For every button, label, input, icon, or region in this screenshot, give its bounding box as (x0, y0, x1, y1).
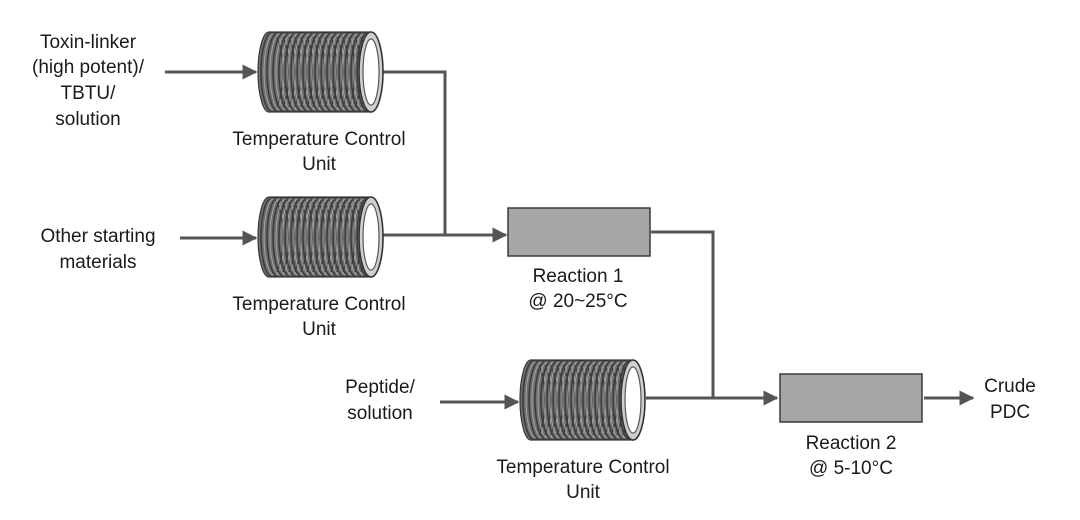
reaction-label-line: Reaction 2 (806, 433, 897, 454)
input-label-line: solution (347, 403, 413, 424)
unit-label-line: Temperature Control (496, 457, 669, 478)
unit-label-line: Temperature Control (232, 294, 405, 315)
input-label-line: Toxin-linker (40, 32, 137, 53)
unit-label-line: Unit (302, 154, 337, 175)
output-label-line: Crude (984, 376, 1036, 397)
input-label-line: Peptide/ (345, 377, 415, 398)
input-label-peptide: Peptide/ solution (345, 377, 415, 424)
reaction-1-box (507, 207, 651, 257)
reaction-label-line: @ 5-10°C (809, 458, 893, 479)
coil-icon (519, 359, 646, 441)
unit-label-line: Unit (302, 319, 337, 340)
input-label-toxin-linker: Toxin-linker (high potent)/ TBTU/ soluti… (32, 32, 145, 130)
input-label-line: solution (55, 109, 121, 130)
reaction-1-label: Reaction 1 @ 20~25°C (528, 266, 627, 312)
input-label-line: Other starting (40, 226, 155, 247)
output-label-line: PDC (990, 402, 1030, 423)
connector-reaction1-to-junction (651, 230, 715, 398)
reaction-2-box (779, 373, 923, 423)
reaction-label-line: Reaction 1 (533, 266, 624, 287)
unit-label-line: Temperature Control (232, 129, 405, 150)
input-label-line: materials (59, 252, 136, 273)
output-label: Crude PDC (984, 376, 1036, 423)
unit-label-tcu-1: Temperature Control Unit (232, 129, 405, 175)
input-label-line: TBTU/ (61, 83, 117, 104)
input-label-other-materials: Other starting materials (40, 226, 155, 273)
unit-label-tcu-2: Temperature Control Unit (232, 294, 405, 340)
coil-icon (257, 196, 384, 278)
reaction-label-line: @ 20~25°C (528, 291, 627, 312)
coil-icon (257, 31, 384, 113)
unit-label-line: Unit (566, 482, 601, 503)
connector-tcu1-to-junction (383, 70, 447, 235)
reaction-2-label: Reaction 2 @ 5-10°C (806, 433, 897, 479)
unit-label-tcu-3: Temperature Control Unit (496, 457, 669, 503)
input-label-line: (high potent)/ (32, 57, 145, 78)
